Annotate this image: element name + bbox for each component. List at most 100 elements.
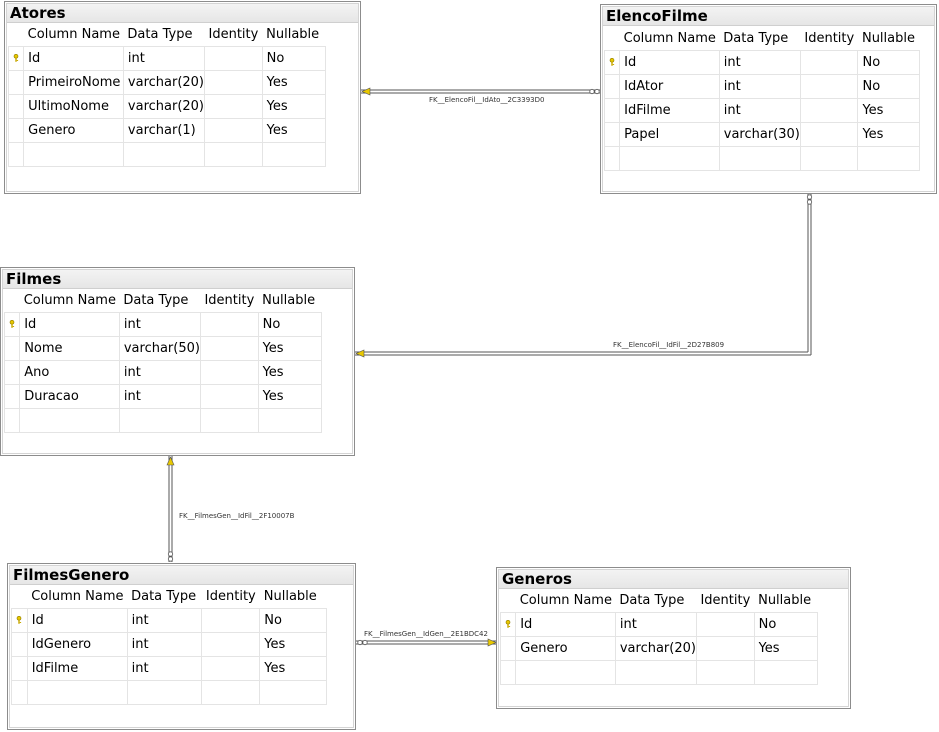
table-row[interactable]: Id int No	[499, 611, 819, 637]
new-column-row[interactable]	[7, 141, 327, 167]
table-title[interactable]: FilmesGenero	[9, 565, 354, 585]
nullable-cell[interactable]: No	[257, 311, 323, 337]
relationship-line-elenco-ator[interactable]	[361, 87, 600, 96]
table-row[interactable]: IdFilme int Yes	[11, 655, 327, 681]
identity-cell[interactable]	[201, 679, 261, 705]
table-row[interactable]: PrimeiroNome varchar(20) Yes	[7, 69, 327, 95]
table-row[interactable]: IdFilme int Yes	[603, 97, 920, 123]
identity-cell[interactable]	[204, 117, 263, 143]
row-selector[interactable]	[603, 145, 621, 171]
row-selector[interactable]	[11, 631, 28, 657]
relationship-line-elenco-filme[interactable]	[355, 194, 813, 358]
data-type-cell[interactable]: varchar(20)	[122, 93, 206, 119]
data-type-cell[interactable]: int	[718, 73, 801, 99]
relationship-line-filmesgen-filme[interactable]	[166, 456, 175, 562]
column-name-cell[interactable]: PrimeiroNome	[23, 69, 124, 95]
table-title[interactable]: Atores	[6, 3, 359, 23]
identity-cell[interactable]	[201, 655, 261, 681]
nullable-cell[interactable]	[753, 659, 819, 685]
data-type-cell[interactable]: int	[118, 359, 201, 385]
relationship-line-filmesgen-genero[interactable]	[356, 638, 497, 647]
table-row[interactable]: Id int No	[11, 607, 327, 633]
table-row[interactable]: Genero varchar(1) Yes	[7, 117, 327, 143]
identity-cell[interactable]	[695, 635, 755, 661]
row-selector[interactable]	[499, 635, 517, 661]
column-name-cell[interactable]: Id	[26, 607, 128, 633]
column-name-cell[interactable]: Papel	[619, 121, 720, 147]
identity-cell[interactable]	[199, 383, 259, 409]
column-name-cell[interactable]: Ano	[19, 359, 120, 385]
column-name-cell[interactable]: Genero	[23, 117, 124, 143]
identity-cell[interactable]	[199, 359, 259, 385]
row-selector[interactable]	[3, 407, 21, 433]
row-selector[interactable]	[3, 359, 21, 385]
nullable-cell[interactable]: No	[857, 73, 920, 99]
data-type-cell[interactable]: int	[118, 383, 201, 409]
row-selector[interactable]	[7, 141, 25, 167]
table-title[interactable]: Filmes	[2, 269, 353, 289]
nullable-cell[interactable]: Yes	[261, 93, 327, 119]
column-name-cell[interactable]: Id	[23, 45, 124, 71]
row-selector[interactable]	[603, 73, 621, 99]
table-row[interactable]: Nome varchar(50) Yes	[3, 335, 323, 361]
identity-cell[interactable]	[199, 407, 259, 433]
table-row[interactable]: IdAtor int No	[603, 73, 920, 99]
nullable-cell[interactable]: No	[857, 49, 920, 75]
row-selector[interactable]	[11, 679, 28, 705]
identity-cell[interactable]	[799, 145, 859, 171]
column-name-cell[interactable]	[23, 141, 124, 167]
row-selector[interactable]	[603, 121, 621, 147]
data-type-cell[interactable]: int	[118, 311, 201, 337]
column-name-cell[interactable]: Genero	[515, 635, 616, 661]
row-selector[interactable]	[3, 383, 21, 409]
row-selector[interactable]	[499, 611, 517, 637]
identity-cell[interactable]	[204, 69, 263, 95]
table-row[interactable]: Papel varchar(30) Yes	[603, 121, 920, 147]
identity-cell[interactable]	[204, 141, 263, 167]
nullable-cell[interactable]	[257, 407, 323, 433]
column-name-cell[interactable]: Id	[619, 49, 720, 75]
nullable-cell[interactable]	[261, 141, 327, 167]
table-row[interactable]: IdGenero int Yes	[11, 631, 327, 657]
data-type-cell[interactable]: int	[126, 607, 203, 633]
nullable-cell[interactable]: Yes	[261, 117, 327, 143]
table-title[interactable]: ElencoFilme	[602, 6, 935, 26]
column-name-cell[interactable]	[619, 145, 720, 171]
identity-cell[interactable]	[199, 335, 259, 361]
row-selector[interactable]	[7, 69, 25, 95]
nullable-cell[interactable]: No	[753, 611, 819, 637]
identity-cell[interactable]	[199, 311, 259, 337]
table-row[interactable]: Id int No	[3, 311, 323, 337]
data-type-cell[interactable]: varchar(50)	[118, 335, 201, 361]
data-type-cell[interactable]: varchar(20)	[614, 635, 697, 661]
table-row[interactable]: Duracao int Yes	[3, 383, 323, 409]
column-name-cell[interactable]: IdFilme	[26, 655, 128, 681]
nullable-cell[interactable]: Yes	[753, 635, 819, 661]
new-column-row[interactable]	[3, 407, 323, 433]
row-selector[interactable]	[3, 335, 21, 361]
data-type-cell[interactable]: int	[126, 631, 203, 657]
column-name-cell[interactable]	[19, 407, 120, 433]
nullable-cell[interactable]: Yes	[257, 383, 323, 409]
row-selector[interactable]	[7, 93, 25, 119]
table-elencofilme[interactable]: ElencoFilme Column Name Data Type Identi…	[600, 4, 937, 194]
row-selector[interactable]	[11, 655, 28, 681]
row-selector[interactable]	[7, 117, 25, 143]
nullable-cell[interactable]: No	[261, 45, 327, 71]
data-type-cell[interactable]	[614, 659, 697, 685]
identity-cell[interactable]	[799, 121, 859, 147]
data-type-cell[interactable]	[718, 145, 801, 171]
table-row[interactable]: Genero varchar(20) Yes	[499, 635, 819, 661]
table-row[interactable]: Id int No	[7, 45, 327, 71]
nullable-cell[interactable]	[857, 145, 920, 171]
column-name-cell[interactable]: Id	[19, 311, 120, 337]
data-type-cell[interactable]: int	[122, 45, 206, 71]
fk-label-filmesgen-filme[interactable]: FK__FilmesGen__IdFil__2F10007B	[179, 512, 295, 520]
identity-cell[interactable]	[201, 631, 261, 657]
identity-cell[interactable]	[799, 97, 859, 123]
column-name-cell[interactable]: UltimoNome	[23, 93, 124, 119]
data-type-cell[interactable]: int	[718, 49, 801, 75]
nullable-cell[interactable]	[259, 679, 327, 705]
table-row[interactable]: UltimoNome varchar(20) Yes	[7, 93, 327, 119]
column-name-cell[interactable]: IdGenero	[26, 631, 128, 657]
